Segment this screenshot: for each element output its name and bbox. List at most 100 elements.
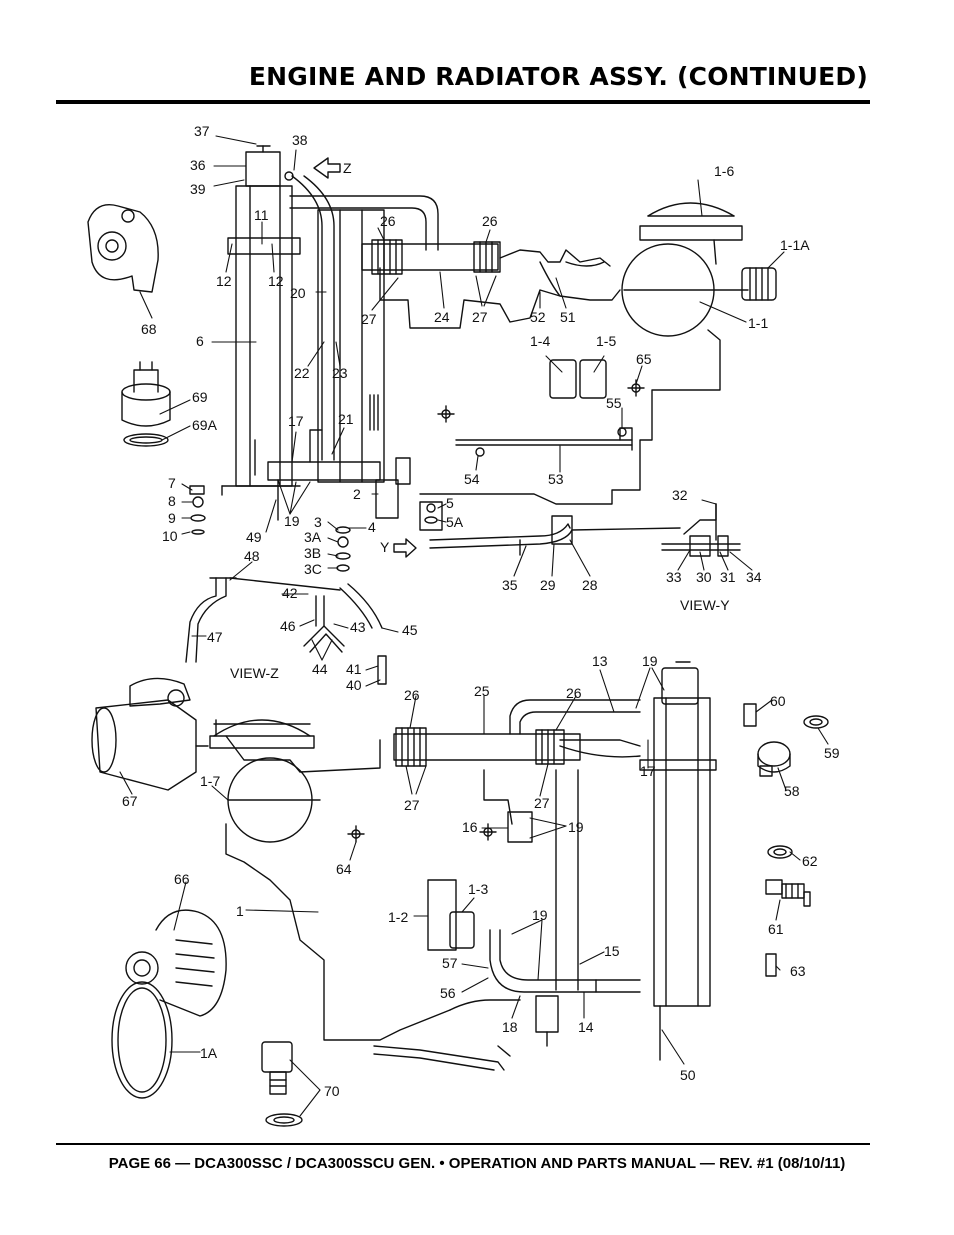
upper-hose-drawing [291,175,323,461]
pre-cleaner-drawing [741,267,777,301]
callout-58: 58 [784,783,800,799]
view-z-label: VIEW-Z [230,665,279,681]
callout-3: 3 [314,514,322,530]
callout-16: 16 [462,819,478,835]
lower-radiator-frame-drawing [639,661,717,1061]
callout-2: 2 [353,486,361,502]
callout-19: 19 [568,819,584,835]
alternator-belt-drawing [111,909,227,1099]
callout-66: 66 [174,871,190,887]
callout-12: 12 [216,273,232,289]
callout-1-1a: 1-1A [780,237,810,253]
callout-38: 38 [292,132,308,148]
callout-55: 55 [606,395,622,411]
callout-23: 23 [332,365,348,381]
callout-31: 31 [720,569,736,585]
callout-19: 19 [532,907,548,923]
callout-61: 61 [768,921,784,937]
callout-6: 6 [196,333,204,349]
callout-59: 59 [824,745,840,761]
callout-67: 67 [122,793,138,809]
callout-24: 24 [434,309,450,325]
callout-26: 26 [380,213,396,229]
callout-45: 45 [402,622,418,638]
callout-68: 68 [141,321,157,337]
callout-33: 33 [666,569,682,585]
fitting-63-drawing [765,953,777,977]
callout-42: 42 [282,585,298,601]
drain-line-drawing [429,515,681,556]
callout-60: 60 [770,693,786,709]
footer-rule [56,1143,870,1145]
callout-37: 37 [194,123,210,139]
callout-43: 43 [350,619,366,635]
callout-35: 35 [502,577,518,593]
view-y-assembly-drawing [661,503,741,557]
callout-1-1: 1-1 [748,315,768,331]
callout-11: 11 [254,207,269,223]
callout-63: 63 [790,963,806,979]
lower-air-cleaner-drawing [209,719,321,843]
callout-3c: 3C [304,561,322,577]
bolt-stack-drawing [189,485,206,535]
radiator-frame-drawing [221,185,301,496]
callout-29: 29 [540,577,556,593]
callout-51: 51 [560,309,576,325]
callout-48: 48 [244,548,260,564]
sensor-61-drawing [765,879,811,907]
callout-1a: 1A [200,1045,218,1061]
callout-27: 27 [472,309,488,325]
callout-14: 14 [578,1019,594,1035]
callout-1: 1 [236,903,244,919]
callout-10: 10 [162,528,178,544]
callout-19: 19 [642,653,658,669]
header-rule [56,100,870,104]
callout-46: 46 [280,618,296,634]
callout-69a: 69A [192,417,218,433]
callout-26: 26 [482,213,498,229]
air-cleaner-drawing [419,202,749,505]
main-pipe-drawing [361,239,501,275]
fitting-marks [437,379,645,437]
thermostat-drawing [121,361,171,447]
callout-26: 26 [566,685,582,701]
callout-1-6: 1-6 [714,163,734,179]
z-arrow-label: Z [343,160,352,176]
callout-44: 44 [312,661,328,677]
callout-56: 56 [440,985,456,1001]
callout-52: 52 [530,309,546,325]
callout-17: 17 [288,413,304,429]
callout-69: 69 [192,389,208,405]
callout-19: 19 [284,513,300,529]
bracket-drawing [455,427,633,457]
callout-36: 36 [190,157,206,173]
callout-65: 65 [636,351,652,367]
page-title: ENGINE AND RADIATOR ASSY. (CONTINUED) [248,62,868,91]
callout-3b: 3B [304,545,321,561]
callout-57: 57 [442,955,458,971]
callout-30: 30 [696,569,712,585]
callout-40: 40 [346,677,362,693]
callout-26: 26 [404,687,420,703]
callout-27: 27 [361,311,377,327]
callout-5a: 5A [446,514,464,530]
callout-41: 41 [346,661,362,677]
callout-3a: 3A [304,529,322,545]
callout-32: 32 [672,487,688,503]
callout-70: 70 [324,1083,340,1099]
view-y-label: VIEW-Y [680,597,730,613]
callout-1-2: 1-2 [388,909,408,925]
callout-21: 21 [338,411,354,427]
callout-20: 20 [290,285,306,301]
callout-27: 27 [404,797,420,813]
callout-17: 17 [640,763,656,779]
callout-64: 64 [336,861,352,877]
reservoir-tank-drawing [245,145,294,187]
callout-18: 18 [502,1019,518,1035]
callout-1-4: 1-4 [530,333,550,349]
callout-50: 50 [680,1067,696,1083]
y-arrow-label: Y [380,539,390,555]
callout-53: 53 [548,471,564,487]
fitting-60-drawing [743,703,757,727]
